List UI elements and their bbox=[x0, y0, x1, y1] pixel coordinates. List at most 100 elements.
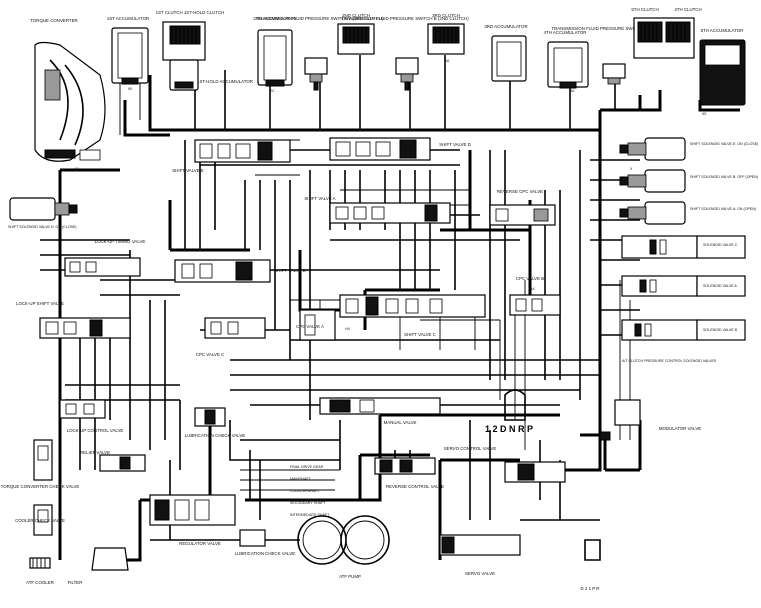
atf-pump: ATF PUMP bbox=[297, 515, 390, 579]
lubrication-check-2-label: LUBRICATION CHECK VALVE bbox=[235, 551, 296, 556]
second-clutch: 2ND CLUTCH bbox=[337, 13, 375, 55]
second-accumulator: 2ND ACCUMULATOR bbox=[253, 16, 297, 87]
torque-converter: TORQUE CONVERTER bbox=[30, 18, 106, 162]
second-clutch-label: 2ND CLUTCH bbox=[342, 13, 370, 18]
manual-valve: MANUAL VALVE bbox=[319, 397, 441, 425]
port-label: X bbox=[630, 167, 633, 171]
cpc-valve-b: CPC VALVE B bbox=[509, 276, 561, 316]
shift-solenoid-valve-b: SHIFT SOLENOID VALVE B: OFF (OPEN) bbox=[619, 169, 758, 193]
cpc-valve-a-label: CPC VALVE A bbox=[296, 324, 324, 329]
solenoid-valve-c-group: SOLENOID VALVE C bbox=[621, 235, 746, 259]
cooler-and-filter: ATF COOLER FILTER bbox=[26, 547, 129, 585]
shift-valve-d: SHIFT VALVE D bbox=[329, 137, 471, 161]
shift-valve-a: SHIFT VALVE A bbox=[304, 196, 451, 224]
final-drive-label: FINAL DRIVE GEAR bbox=[290, 465, 324, 469]
reverse-control-label: REVERSE CONTROL VALVE bbox=[386, 484, 444, 489]
regulator-valve-label: REGULATOR VALVE bbox=[179, 541, 221, 546]
lockup-control-valve: LOCK-UP CONTROL VALVE bbox=[59, 399, 124, 433]
mainshaft-label: MAINSHAFT bbox=[290, 477, 312, 481]
port-label: 5S bbox=[702, 112, 707, 116]
servo-valve-label: SERVO VALVE bbox=[465, 571, 495, 576]
servo-control-valve: SERVO CONTROL VALVE bbox=[444, 446, 566, 483]
gear-positions-vertical-label: D 2 1 P R bbox=[581, 586, 600, 591]
solenoid-a-label: SOLENOID VALVE A bbox=[703, 284, 737, 288]
shift-valve-d-label: SHIFT VALVE D bbox=[439, 142, 471, 147]
shift-valve-e-label: SHIFT VALVE E bbox=[172, 168, 204, 173]
fifth-fourth-clutch: 5TH CLUTCH 4TH CLUTCH bbox=[631, 7, 702, 59]
countershaft-label: COUNTERSHAFT bbox=[290, 489, 320, 493]
relief-valve: RELIEF VALVE bbox=[80, 450, 146, 472]
solenoid-valve-b-group: SOLENOID VALVE B bbox=[621, 319, 746, 341]
shift-valve-e: SHIFT VALVE E bbox=[172, 139, 291, 173]
lockup-shift-label: LOCK-UP SHIFT VALVE bbox=[16, 301, 64, 306]
port-label: 4A bbox=[570, 89, 575, 93]
third-accumulator: 3RD ACCUMULATOR bbox=[484, 24, 528, 82]
shift-solenoid-valve-e: SHIFT SOLENOID VALVE E: ON (CLOSE) bbox=[619, 137, 758, 161]
tfp-switch-c: TRANSMISSION FLUID PRESSURE SWITCH C (4T… bbox=[551, 26, 679, 85]
first-accumulator: 1ST ACCUMULATOR bbox=[107, 16, 149, 85]
secondary-shaft-label: SECONDARY SHAFT bbox=[290, 501, 326, 505]
lubrication-check-valve-2: LUBRICATION CHECK VALVE bbox=[235, 529, 296, 556]
solenoid-valve-a-group: SOLENOID VALVE A bbox=[621, 275, 746, 297]
torque-check-label: TORQUE CONVERTER CHECK VALVE bbox=[1, 484, 80, 489]
tfp-switch-b: TRANSMISSION FLUID PRESSURE SWITCH B (2N… bbox=[341, 16, 469, 91]
reverse-control-valve: REVERSE CONTROL VALVE bbox=[374, 457, 444, 489]
shift-solenoid-a-label: SHIFT SOLENOID VALVE A: ON (OPEN) bbox=[690, 207, 756, 211]
fifth-accumulator: 5TH ACCUMULATOR bbox=[699, 28, 746, 106]
torque-converter-check-valve: TORQUE CONVERTER CHECK VALVE bbox=[1, 439, 80, 489]
reverse-cpc-label: REVERSE CPC VALVE bbox=[497, 189, 543, 194]
third-clutch-label: 3RD CLUTCH bbox=[432, 13, 460, 18]
lockup-timing-valve: LOCK-UP TIMING VALVE bbox=[64, 239, 145, 277]
fourth-clutch-label: 4TH CLUTCH bbox=[674, 7, 701, 12]
port-label: 3A bbox=[445, 59, 450, 63]
port-label: HX bbox=[345, 327, 351, 331]
cpc-valve-c-label: CPC VALVE C bbox=[196, 352, 224, 357]
pressure-control-solenoids: SOLENOID VALVE C SOLENOID VALVE A SOLENO… bbox=[621, 235, 746, 363]
shift-solenoid-e-label: SHIFT SOLENOID VALVE E: ON (CLOSE) bbox=[690, 142, 758, 146]
shift-solenoid-valve-a: SHIFT SOLENOID VALVE A: ON (OPEN) bbox=[619, 201, 756, 225]
shift-solenoid-valve-d: SHIFT SOLENOID VALVE D: ON (CLOSE) bbox=[8, 197, 78, 229]
shift-valve-b: SHIFT VALVE B bbox=[174, 259, 306, 283]
shafts-and-pump: FINAL DRIVE GEAR MAINSHAFT COUNTERSHAFT … bbox=[290, 465, 390, 579]
gear-selector: 1 2 D N R P D 2 1 P R bbox=[485, 389, 601, 591]
solenoid-c-label: SOLENOID VALVE C bbox=[703, 243, 738, 247]
tfp-switch-a-label: TRANSMISSION FLUID PRESSURE SWITCH A (3R… bbox=[257, 16, 384, 21]
lubrication-check-valve: LUBRICATION CHECK VALVE bbox=[185, 407, 246, 438]
first-accumulator-label: 1ST ACCUMULATOR bbox=[107, 16, 149, 21]
manual-valve-label: MANUAL VALVE bbox=[384, 420, 417, 425]
tfp-switch-a: TRANSMISSION FLUID PRESSURE SWITCH A (3R… bbox=[257, 16, 384, 91]
shift-valve-c: SHIFT VALVE C bbox=[339, 294, 486, 337]
third-accumulator-label: 3RD ACCUMULATOR bbox=[484, 24, 527, 29]
first-hold-accumulator: 1ST-HOLD ACCUMULATOR bbox=[169, 59, 253, 91]
atf-cooler-label: ATF COOLER bbox=[26, 580, 54, 585]
gear-positions-label: 1 2 D N R P bbox=[485, 424, 533, 434]
port-label: 91 bbox=[75, 167, 79, 171]
shift-valve-c-label: SHIFT VALVE C bbox=[404, 332, 436, 337]
servo-valve: SERVO VALVE bbox=[439, 534, 521, 576]
fifth-accumulator-label: 5TH ACCUMULATOR bbox=[701, 28, 744, 33]
shift-valve-b-label: SHIFT VALVE B bbox=[274, 268, 306, 273]
filter-label: FILTER bbox=[68, 580, 83, 585]
lockup-control-label: LOCK-UP CONTROL VALVE bbox=[67, 428, 124, 433]
torque-converter-label: TORQUE CONVERTER bbox=[30, 18, 77, 23]
shift-solenoid-d-label: SHIFT SOLENOID VALVE D: ON (CLOSE) bbox=[8, 225, 77, 229]
first-hold-accumulator-label: 1ST-HOLD ACCUMULATOR bbox=[197, 79, 253, 84]
lubrication-check-label: LUBRICATION CHECK VALVE bbox=[185, 433, 246, 438]
shift-valve-a-label: SHIFT VALVE A bbox=[304, 196, 335, 201]
solenoid-b-label: SOLENOID VALVE B bbox=[703, 328, 738, 332]
cooler-check-valve: COOLER CHECK VALVE bbox=[15, 504, 65, 536]
atf-pump-label: ATF PUMP bbox=[339, 574, 361, 579]
cooler-check-label: COOLER CHECK VALVE bbox=[15, 518, 65, 523]
first-clutch-label: 1ST CLUTCH 1ST-HOLD CLUTCH bbox=[156, 10, 225, 15]
first-clutch: 1ST CLUTCH 1ST-HOLD CLUTCH bbox=[156, 10, 225, 61]
top-components: 1ST ACCUMULATOR 1ST CLUTCH 1ST-HOLD CLUT… bbox=[107, 7, 746, 106]
intermediate-shaft-label: INTERMEDIATE SHAFT bbox=[290, 513, 330, 517]
reverse-cpc-valve: REVERSE CPC VALVE bbox=[489, 189, 556, 226]
modulator-valve-label: MODULATOR VALVE bbox=[659, 426, 701, 431]
modulator-valve: MODULATOR VALVE bbox=[599, 399, 701, 441]
tfp-switch-c-label: TRANSMISSION FLUID PRESSURE SWITCH C (4T… bbox=[551, 26, 679, 31]
cpc-valve-c: CPC VALVE C bbox=[196, 317, 266, 357]
port-label: AX bbox=[530, 287, 535, 291]
second-accumulator-label: 2ND ACCUMULATOR bbox=[253, 16, 296, 21]
shift-solenoid-b-label: SHIFT SOLENOID VALVE B: OFF (OPEN) bbox=[690, 175, 758, 179]
